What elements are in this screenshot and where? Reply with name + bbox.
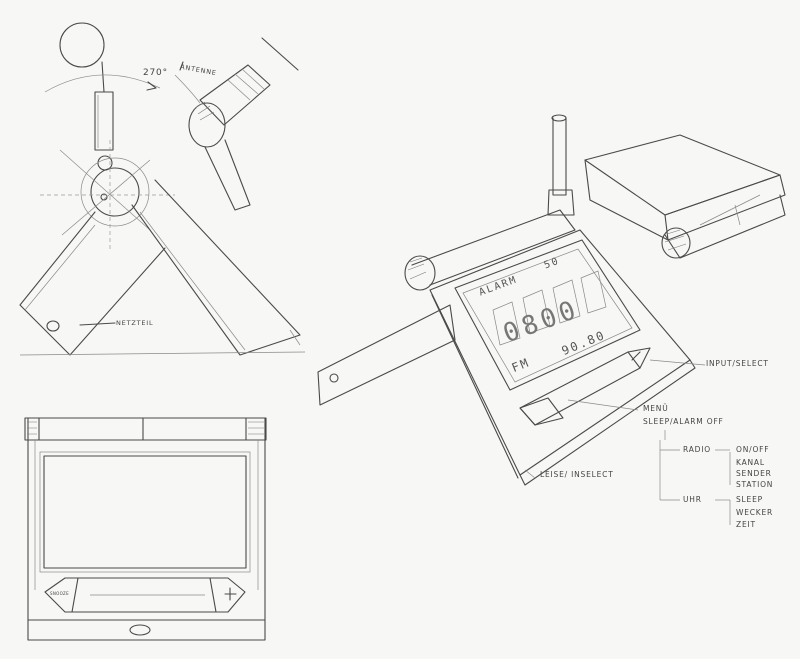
menu-clock-item: WECKER xyxy=(736,508,774,517)
menu-label: MENÜ xyxy=(643,404,669,413)
menu-radio-item: STATION xyxy=(736,480,774,489)
front-snooze-button-label: SNOOZE xyxy=(50,591,69,596)
front-view-sketch xyxy=(24,417,267,641)
menu-radio-item: KANAL xyxy=(736,458,765,467)
bottom-select-label: LEISE/ INSELECT xyxy=(540,470,614,479)
minus-triangle-icon xyxy=(631,351,641,361)
menu-radio-item: ON/OFF xyxy=(736,445,770,454)
knob-icon xyxy=(404,255,436,291)
perspective-device-sketch xyxy=(317,114,706,486)
rotation-angle-label: 270° xyxy=(143,68,168,78)
netzteil-label: NETZTEIL xyxy=(116,319,154,327)
knob-icon xyxy=(188,102,226,148)
closed-view-sketch xyxy=(584,134,786,259)
plus-icon xyxy=(224,587,237,601)
antenna-detail-sketch xyxy=(174,37,299,211)
menu-tree-lines xyxy=(659,430,731,525)
menu-clock-item: ZEIT xyxy=(736,520,756,529)
sleep-alarm-off-label: SLEEP/ALARM OFF xyxy=(643,417,724,426)
menu-clock-item: SLEEP xyxy=(736,495,763,504)
menu-clock-label: UHR xyxy=(683,495,702,504)
knob-icon xyxy=(661,227,691,259)
antenna-ball xyxy=(59,22,105,68)
input-select-label: INPUT/SELECT xyxy=(706,359,769,368)
menu-radio-item: SENDER xyxy=(736,469,772,478)
menu-radio-label: RADIO xyxy=(683,445,711,454)
side-view-sketch xyxy=(19,22,306,356)
